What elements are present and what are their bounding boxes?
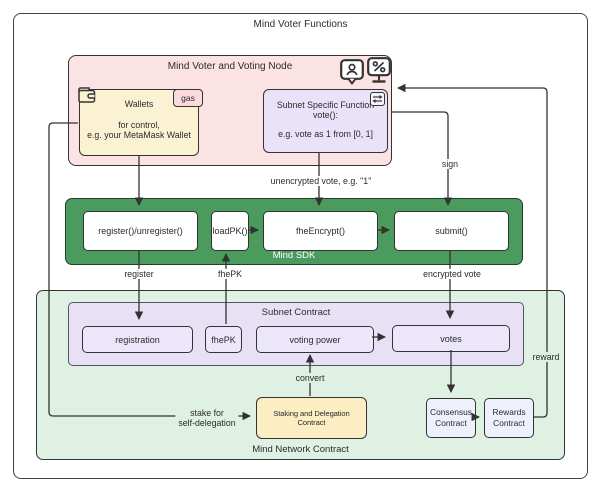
edge-label-register: register [121,268,157,280]
subnet-function-node: Subnet Specific Function vote(): e.g. vo… [263,89,388,153]
wallets-line2: e.g. your MetaMask Wallet [87,130,191,140]
fheencrypt-node: fheEncrypt() [263,211,378,251]
mind-sdk-title: Mind SDK [272,250,316,261]
subnet-function-line1: Subnet Specific Function [276,100,375,110]
subnet-function-line2: vote(): [313,110,338,120]
rewards-contract-node: Rewards Contract [484,398,534,438]
fhepk-node: fhePK [205,326,242,353]
edge-label-stake: stake for self-delegation [175,407,239,429]
mind-sdk-group: Mind SDK register()/unregister() loadPK(… [65,198,523,265]
loadpk-node: loadPK() [211,211,249,251]
user-chat-icon [340,59,364,86]
mind-network-contract-title: Mind Network Contract [252,444,349,455]
consensus-contract-node: Consensus Contract [426,398,476,438]
voter-node-group: Mind Voter and Voting Node [68,55,392,166]
subnet-contract-title: Subnet Contract [261,307,331,318]
wallet-icon [77,86,97,106]
edge-label-reward: reward [529,351,563,363]
register-unregister-node: register()/unregister() [83,211,198,251]
diagram-title: Mind Voter Functions [253,19,348,30]
subnet-function-line3: e.g. vote as 1 from [0, 1] [278,129,373,139]
registration-node: registration [82,326,193,353]
edge-label-sign: sign [438,158,462,170]
wallets-node: gas Wallets for control, e.g. your MetaM… [77,86,203,156]
edge-label-encrypted-vote: encrypted vote [420,268,484,280]
subnet-contract-group: Subnet Contract registration fhePK votin… [68,302,524,366]
submit-node: submit() [394,211,509,251]
staking-delegation-node: Staking and Delegation Contract [256,397,367,439]
gas-badge: gas [173,89,203,107]
wallets-name: Wallets [124,99,154,109]
edge-label-convert: convert [292,372,328,384]
percent-display-icon [367,57,391,84]
voter-node-title: Mind Voter and Voting Node [167,61,293,72]
swap-arrows-icon [370,92,385,106]
wallets-line1: for control, [118,120,160,130]
voting-power-node: voting power [256,326,374,353]
edge-label-fhepk: fhePK [215,268,245,280]
edge-label-unencrypted-vote: unencrypted vote, e.g. "1" [267,175,375,187]
votes-node: votes [392,325,510,352]
